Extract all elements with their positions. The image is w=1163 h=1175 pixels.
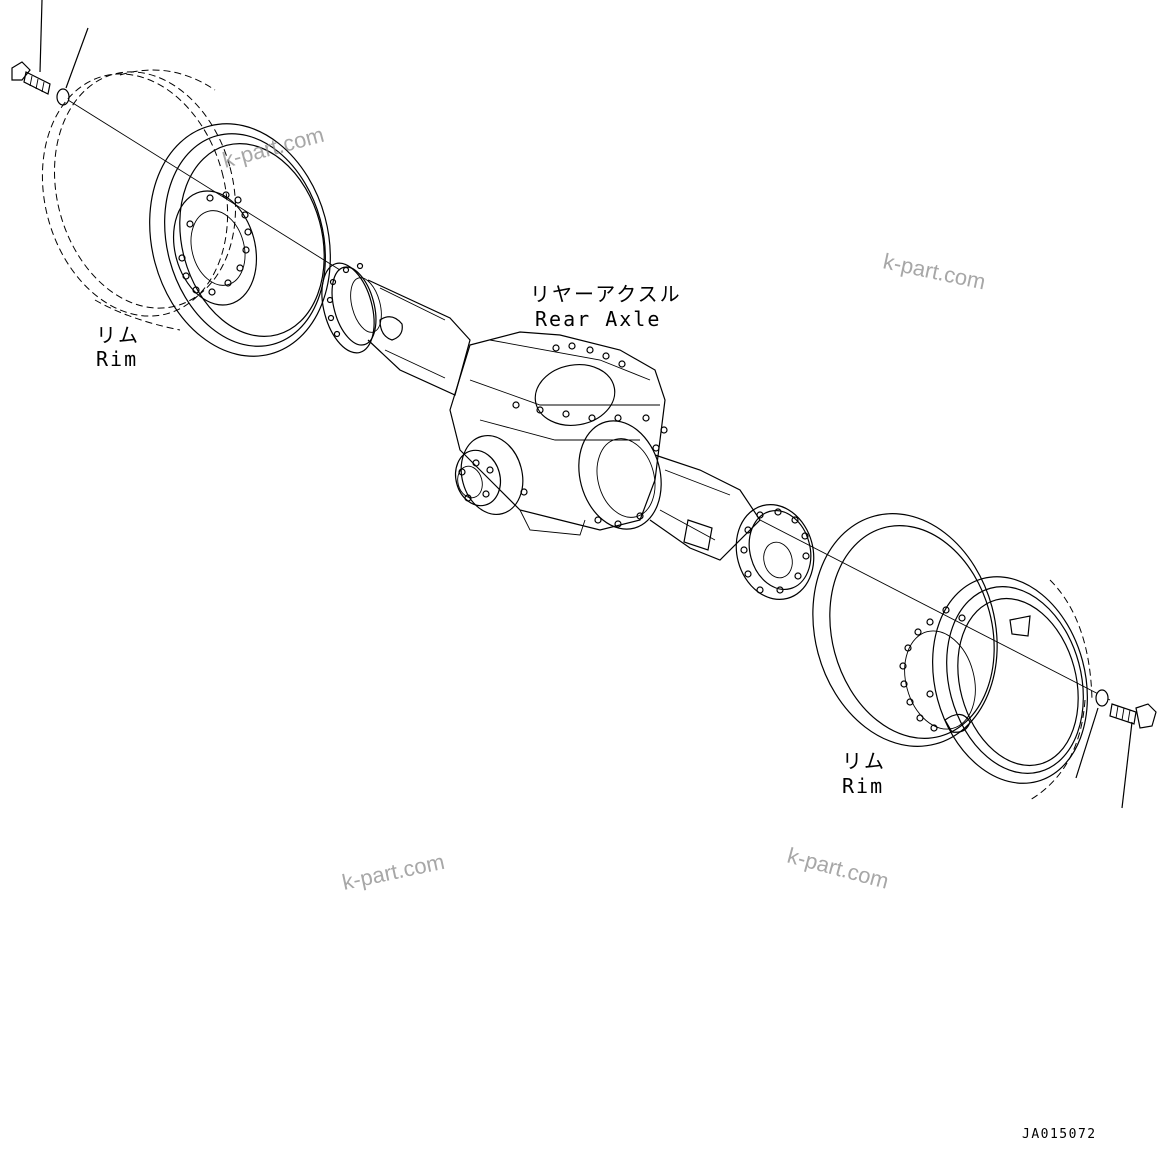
center-axis-line (59, 94, 1111, 701)
left-hub-flange (321, 262, 382, 354)
rear-axle-assembly (321, 262, 815, 600)
watermark-bottom-right: k-part.com (785, 843, 892, 894)
left-rim-label-en: Rim (96, 347, 138, 371)
rear-axle-label-en: Rear Axle (535, 307, 661, 331)
right-rim (812, 513, 1093, 801)
left-rim-label-jp: リム (96, 323, 140, 347)
housing-bolts (512, 342, 668, 528)
input-flange (454, 434, 528, 516)
left-rim-bolt-holes (178, 191, 252, 296)
left-rim (41, 69, 331, 357)
rear-axle-label-jp: リヤーアクスル (530, 282, 682, 306)
right-rim-bolt-holes (899, 606, 966, 732)
right-washer (1075, 689, 1109, 779)
watermark-top-left: k-part.com (220, 122, 327, 173)
right-rim-label-jp: リム (842, 749, 886, 773)
right-rim-label-en: Rim (842, 774, 884, 798)
right-bolt (1109, 703, 1157, 809)
watermark-bottom-left: k-part.com (340, 849, 447, 895)
right-hub-flange (735, 504, 815, 600)
left-bolt (11, 0, 51, 95)
watermark-top-right: k-part.com (881, 248, 988, 294)
drawing-code: JA015072 (1022, 1127, 1097, 1142)
